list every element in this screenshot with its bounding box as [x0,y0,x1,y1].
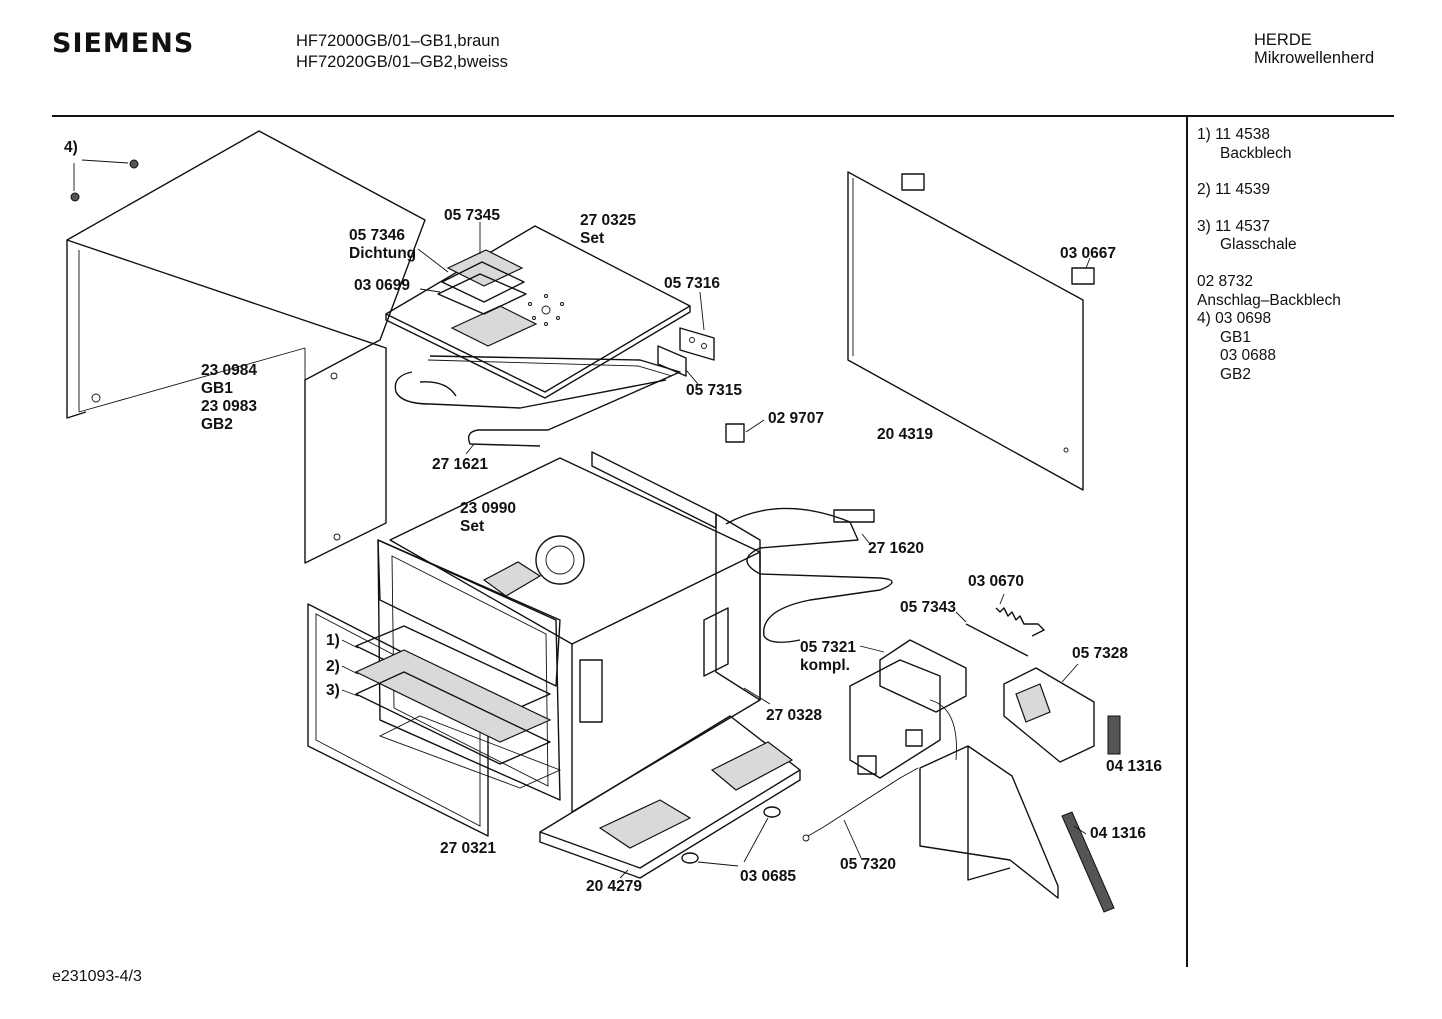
label-057321-kompl: kompl. [800,657,850,674]
legend-item-3-name: Glasschale [1220,236,1297,254]
label-041316-a: 04 1316 [1106,758,1162,775]
model-list: HF72000GB/01–GB1,braun HF72020GB/01–GB2,… [296,31,508,73]
legend-anschlag-number: 02 8732 [1197,272,1254,290]
legend-item-4-gb2: GB2 [1220,365,1252,383]
label-271621: 27 1621 [432,456,488,473]
cable-057320 [802,767,919,861]
legend-item-4-alt-number: 03 0688 [1220,347,1277,365]
legend-item-3-number: 3) 11 4537 [1197,217,1270,235]
back-panel [847,171,1095,491]
label-270325: 27 0325 [580,212,636,229]
label-030685: 03 0685 [740,868,796,885]
legend-item-2-number: 2) 11 4539 [1197,181,1270,199]
latch-057328 [1003,663,1095,763]
label-057345: 05 7345 [444,207,500,224]
label-057320: 05 7320 [840,856,896,873]
strip-041316-a [1107,715,1121,755]
label-030667: 03 0667 [1060,245,1116,262]
label-030699: 03 0699 [354,277,410,294]
label-057346-dichtung: Dichtung [349,245,416,262]
label-230984-gb1: GB1 [201,380,233,397]
model-line-2: HF72020GB/01–GB2,bweiss [296,53,508,71]
rear-seal-270328 [703,607,771,705]
bracket-057315 [657,345,699,385]
side-cover-plate [919,745,1059,899]
model-line-1: HF72000GB/01–GB1,braun [296,32,500,50]
screws-4 [70,159,139,202]
label-057321: 05 7321 [800,639,856,656]
legend-item-1-name: Backblech [1220,144,1292,162]
label-057346: 05 7346 [349,227,405,244]
label-3: 3) [326,682,340,699]
label-041316-b: 04 1316 [1090,825,1146,842]
brand-logo: SIEMENS [52,28,195,59]
parts-legend: 1) 11 4538 Backblech 2) 11 4539 3) 11 45… [1197,126,1341,385]
feet-030685 [681,806,781,867]
part-labels: 4) 05 7345 27 0325 Set 05 7346 Dichtung … [64,139,1162,895]
label-2: 2) [326,658,340,675]
label-271620: 27 1620 [868,540,924,557]
spring-030670 [995,593,1045,637]
label-057343: 05 7343 [900,599,956,616]
relay-029707 [725,419,765,443]
label-230984: 23 0984 [201,362,257,379]
legend-divider [1186,117,1188,967]
category-line-1: HERDE [1254,31,1312,49]
drawing-id: e231093-4/3 [52,968,142,985]
legend-item-1: 1) 11 4538 Backblech [1197,126,1341,163]
label-057328: 05 7328 [1072,645,1128,662]
label-057316: 05 7316 [664,275,720,292]
legend-item-3: 3) 11 4537 Glasschale [1197,218,1341,255]
label-230990-set: Set [460,518,484,535]
rod-057343 [955,611,1029,657]
legend-item-2: 2) 11 4539 [1197,181,1341,200]
outer-casing [66,130,426,564]
label-204319: 20 4319 [877,426,933,443]
top-heater [394,355,681,455]
label-270325-set: Set [580,230,604,247]
label-204279: 20 4279 [586,878,642,895]
label-230990: 23 0990 [460,500,516,517]
label-057315: 05 7315 [686,382,742,399]
base-plate [539,715,801,879]
bracket-057316 [679,291,715,361]
strip-041316-b [1061,811,1115,913]
label-270328: 27 0328 [766,707,822,724]
category-line-2: Mikrowellenherd [1254,49,1375,67]
seal-stack [417,222,527,315]
top-cover-plate [385,225,691,399]
legend-item-1-number: 1) 11 4538 [1197,126,1270,143]
label-270321: 27 0321 [440,840,496,857]
legend-item-4-gb1: GB1 [1220,328,1252,346]
label-230983: 23 0983 [201,398,257,415]
oven-shelves [341,625,562,789]
label-230983-gb2: GB2 [201,416,233,433]
label-4: 4) [64,139,78,156]
legend-item-4-number: 4) 03 0698 [1197,310,1272,328]
oven-cavity [389,451,761,813]
label-029707: 02 9707 [768,410,824,427]
header-divider [52,115,1394,117]
label-030670: 03 0670 [968,573,1024,590]
rear-heater [725,507,893,643]
legend-anschlag-label: Anschlag–Backblech [1197,291,1341,309]
latch-assembly [849,639,967,779]
label-1: 1) [326,632,340,649]
category-block: HERDE Mikrowellenherd [1254,31,1374,67]
